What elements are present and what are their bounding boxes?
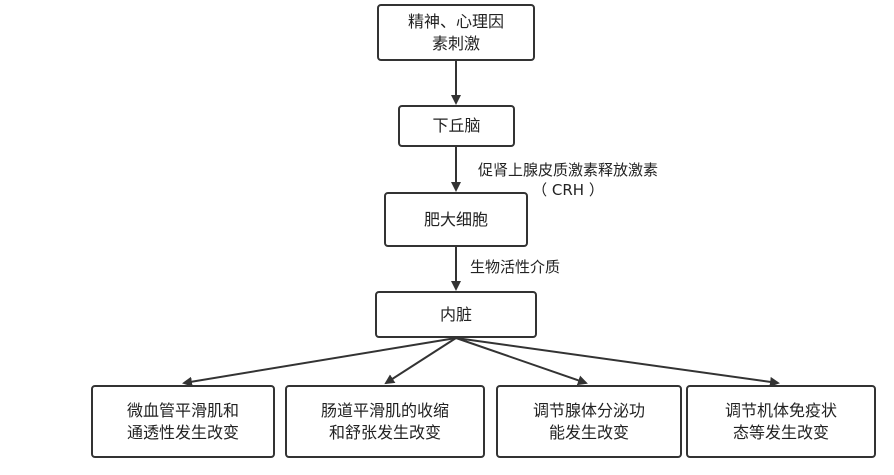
- node-viscera-label: 内脏: [439, 304, 472, 324]
- node-stimulus-line-1: 精神、心理因: [407, 11, 504, 31]
- node-hypothalamus: 下丘脑: [398, 105, 515, 147]
- arrow-viscera-to-outcome-1: [182, 337, 457, 387]
- node-outcome-4-line-1: 调节机体免疫状: [724, 400, 837, 420]
- node-outcome-2: 肠道平滑肌的收缩 和舒张发生改变: [285, 385, 485, 458]
- node-mast-cell-label: 肥大细胞: [423, 209, 488, 229]
- edge-label-mediator: 生物活性介质: [470, 257, 560, 277]
- edge-label-crh-line-1: 促肾上腺皮质激素释放激素: [478, 161, 659, 179]
- edge-label-crh-line-2: （ CRH ）: [532, 181, 604, 200]
- arrow-viscera-to-outcome-4: [455, 337, 780, 387]
- node-outcome-2-line-2: 和舒张发生改变: [328, 422, 441, 442]
- node-outcome-3-line-2: 能发生改变: [548, 422, 629, 442]
- node-outcome-3-line-1: 调节腺体分泌功: [532, 400, 645, 420]
- node-viscera: 内脏: [375, 291, 537, 338]
- node-stimulus-line-2: 素刺激: [431, 33, 480, 53]
- node-mast-cell: 肥大细胞: [384, 192, 528, 247]
- node-hypothalamus-label: 下丘脑: [432, 116, 481, 136]
- node-outcome-1-line-1: 微血管平滑肌和: [126, 400, 239, 420]
- node-outcome-4-line-2: 态等发生改变: [732, 422, 829, 442]
- node-outcome-2-line-1: 肠道平滑肌的收缩: [320, 400, 449, 420]
- node-outcome-1: 微血管平滑肌和 通透性发生改变: [91, 385, 275, 458]
- edge-label-mediator-text: 生物活性介质: [470, 258, 561, 276]
- node-outcome-1-line-2: 通透性发生改变: [126, 422, 239, 442]
- edge-label-crh: 促肾上腺皮质激素释放激素 （ CRH ）: [478, 160, 658, 201]
- arrow-viscera-to-outcome-2: [384, 337, 457, 385]
- node-outcome-3: 调节腺体分泌功 能发生改变: [496, 385, 682, 458]
- arrow-viscera-to-outcome-3: [455, 337, 588, 386]
- node-outcome-4: 调节机体免疫状 态等发生改变: [686, 385, 876, 458]
- node-stimulus: 精神、心理因 素刺激: [377, 4, 535, 61]
